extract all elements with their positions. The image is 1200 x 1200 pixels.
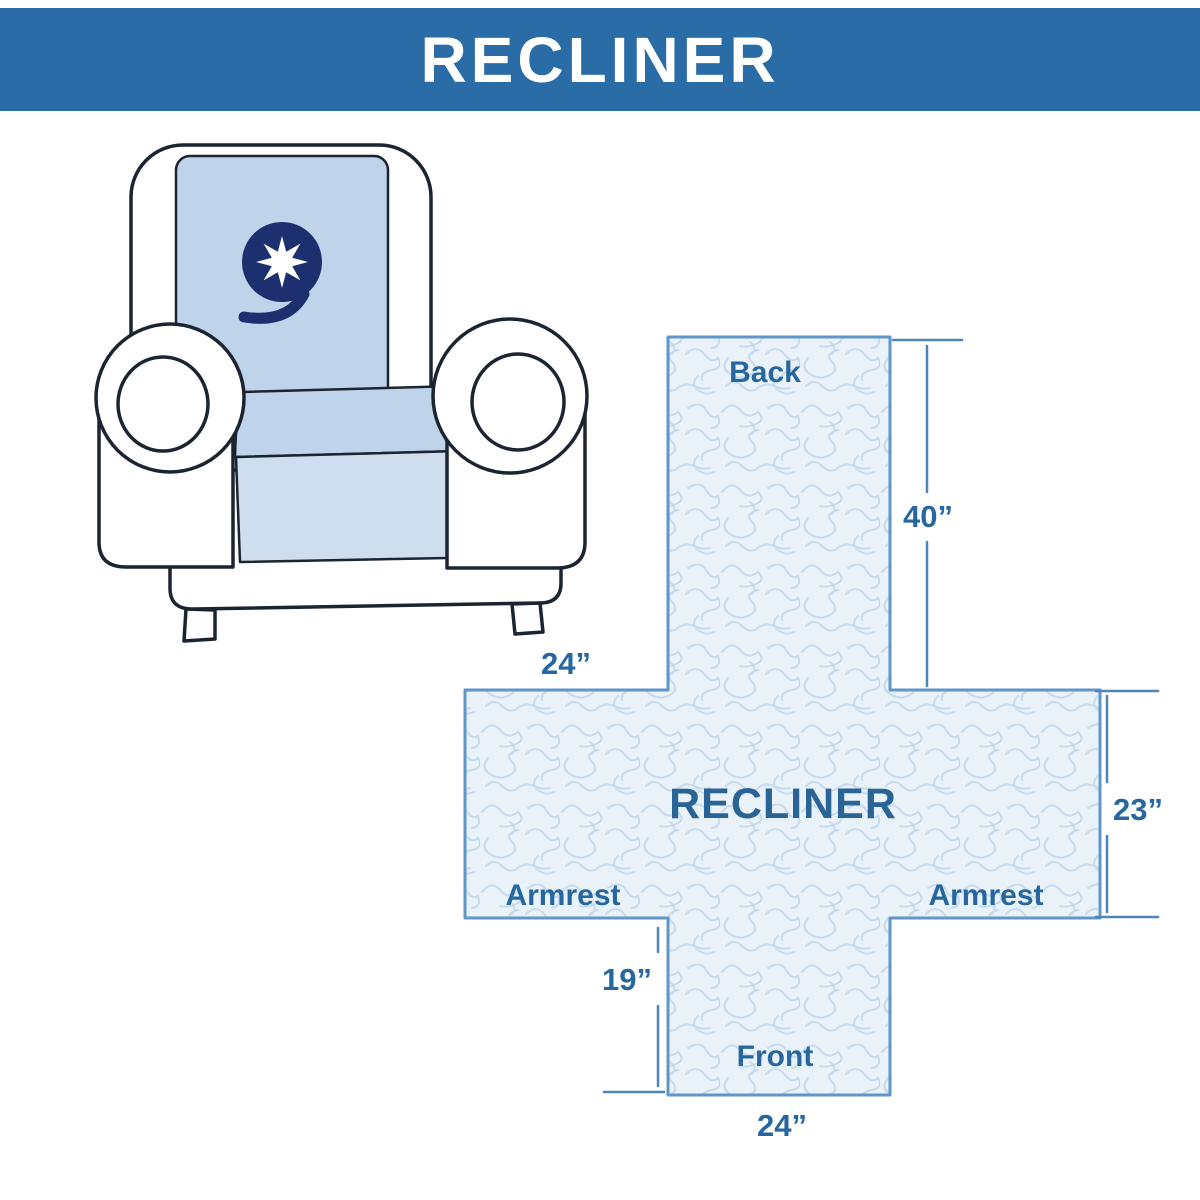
chair-foot-left — [182, 607, 217, 643]
dimension-front-height: 19” — [602, 926, 666, 1094]
header-banner: RECLINER — [0, 8, 1200, 111]
label-front: Front — [737, 1040, 814, 1073]
dim-23-label: 23” — [1113, 792, 1163, 827]
logo-star-icon — [256, 236, 308, 288]
dimension-top-width: 24” — [541, 646, 591, 681]
label-back: Back — [729, 356, 801, 389]
chair-foot-right — [510, 601, 545, 636]
dim-40-label: 40” — [903, 499, 953, 534]
chair-arm-right — [431, 317, 589, 570]
chair-illustration — [94, 143, 589, 643]
dimension-back-height: 40” — [891, 338, 964, 688]
dim-24-bottom-label: 24” — [757, 1108, 807, 1143]
cover-pattern-diagram: Back RECLINER Armrest Armrest Front 40” … — [463, 335, 1163, 1143]
dim-19-label: 19” — [602, 962, 652, 997]
brand-logo-icon — [238, 222, 322, 324]
label-armrest-right: Armrest — [928, 879, 1043, 912]
pattern-center-title: RECLINER — [669, 780, 897, 828]
pattern-shape-texture — [463, 335, 1102, 1097]
dim-24-top-label: 24” — [541, 646, 591, 681]
dimension-side-height: 23” — [1094, 689, 1163, 919]
label-armrest-left: Armrest — [505, 879, 620, 912]
banner-title: RECLINER — [420, 23, 780, 96]
dimension-bottom-width: 24” — [757, 1108, 807, 1143]
chair-arm-left — [94, 322, 246, 569]
